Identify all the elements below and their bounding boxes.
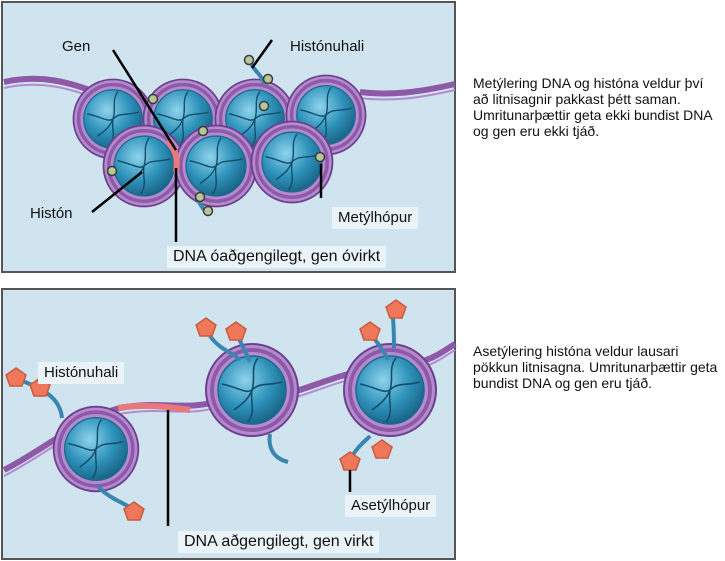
methyl-group bbox=[147, 93, 159, 105]
label-histone-tail-bottom: Histónuhali bbox=[38, 362, 125, 384]
histone-tail bbox=[208, 334, 242, 362]
acetyl-group bbox=[123, 501, 145, 521]
methyl-group bbox=[194, 191, 206, 203]
nucleosome bbox=[342, 342, 438, 438]
methyl-group bbox=[314, 151, 326, 163]
leader-gene bbox=[111, 49, 178, 151]
acetyl-group bbox=[371, 439, 393, 459]
leader-histone bbox=[91, 171, 143, 213]
methyl-group bbox=[258, 100, 270, 112]
methyl-group bbox=[197, 125, 209, 137]
nucleosome bbox=[173, 123, 259, 209]
methyl-groups bbox=[106, 54, 326, 217]
label-methyl-group: Metýlhópur bbox=[332, 207, 419, 229]
histone-tail bbox=[267, 433, 289, 464]
acetyl-group bbox=[225, 321, 247, 341]
acetyl-group bbox=[5, 367, 27, 387]
status-bottom: DNA aðgengilegt, gen virkt bbox=[178, 531, 380, 553]
caption-bottom: Asetýlering históna veldur lausari pökku… bbox=[473, 343, 718, 391]
acetyl-groups bbox=[5, 299, 407, 521]
histone-tail bbox=[96, 484, 129, 508]
acetyl-group bbox=[195, 317, 217, 337]
label-histone-tail-top: Histónuhali bbox=[290, 38, 365, 55]
methyl-group bbox=[106, 165, 118, 177]
histone-tail bbox=[19, 378, 64, 419]
methyl-group bbox=[202, 205, 214, 217]
acetyl-group bbox=[359, 321, 381, 341]
acetyl-group bbox=[385, 299, 407, 319]
nucleosome bbox=[51, 404, 141, 494]
methyl-group bbox=[243, 54, 255, 66]
leader-histone-tail bbox=[250, 39, 274, 69]
caption-top: Metýlering DNA og históna veldur því að … bbox=[473, 75, 712, 139]
label-gene: Gen bbox=[62, 38, 91, 55]
nucleosome bbox=[204, 342, 300, 438]
status-top: DNA óaðgengilegt, gen óvirkt bbox=[167, 246, 387, 268]
label-histone: Histón bbox=[30, 205, 73, 222]
methyl-group bbox=[262, 73, 274, 85]
gene-segment-active bbox=[117, 402, 191, 413]
label-acetyl-group: Asetýlhópur bbox=[345, 495, 437, 517]
